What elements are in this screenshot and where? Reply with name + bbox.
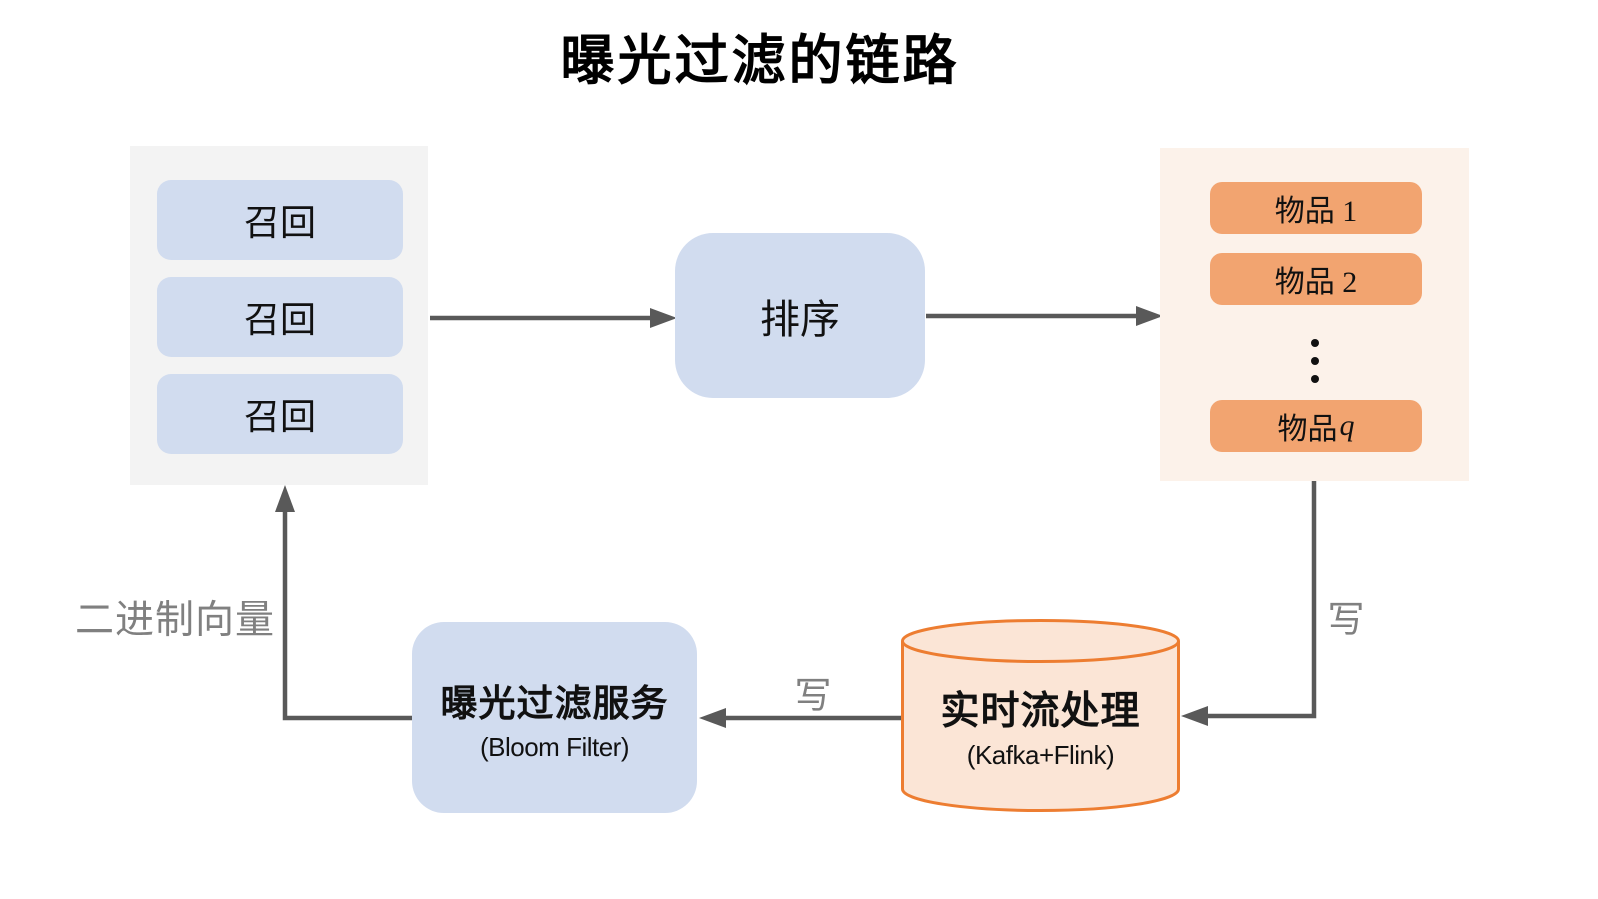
rank-label: 排序	[760, 296, 840, 342]
arrow-filter-to-recall	[275, 485, 412, 721]
cylinder-shape	[901, 619, 1180, 812]
item-box-q: 物品 q	[1210, 400, 1422, 452]
recall-box: 召回	[157, 374, 403, 454]
item-label: 物品 1	[1274, 195, 1358, 228]
filter-service-sublabel: (Bloom Filter)	[479, 731, 630, 762]
item-box-2: 物品 2	[1210, 253, 1422, 305]
write-edge-label-stream-to-filter: 写	[794, 676, 832, 717]
rank-box: 排序	[675, 233, 925, 398]
diagram-title: 曝光过滤的链路	[560, 31, 960, 91]
filter-service-label: 曝光过滤服务	[440, 682, 669, 724]
arrow-items-to-stream	[1181, 481, 1317, 726]
arrow-rank-to-items	[926, 306, 1163, 326]
item-label: 物品 2	[1274, 266, 1358, 299]
items-panel: 物品 1 物品 2 物品 q	[1160, 148, 1469, 481]
filter-service-box: 曝光过滤服务 (Bloom Filter)	[412, 622, 697, 813]
recall-label: 召回	[243, 397, 316, 437]
recall-label: 召回	[243, 300, 316, 340]
stream-processor-sublabel: (Kafka+Flink)	[966, 739, 1115, 770]
write-edge-label-items-to-stream: 写	[1327, 600, 1365, 641]
item-label: 物品	[1277, 413, 1338, 446]
stream-processor-cylinder: 实时流处理 (Kafka+Flink)	[900, 618, 1181, 818]
stream-processor-label: 实时流处理	[940, 689, 1141, 733]
item-box-1: 物品 1	[1210, 182, 1422, 234]
binary-vector-edge-label: 二进制向量	[74, 599, 275, 642]
recall-box: 召回	[157, 180, 403, 260]
vertical-ellipsis-icon	[1160, 339, 1469, 383]
recall-panel: 召回 召回 召回	[130, 146, 428, 485]
arrow-recall-to-rank	[430, 308, 677, 328]
item-q-variable: q	[1339, 409, 1355, 442]
recall-label: 召回	[243, 203, 316, 243]
recall-box: 召回	[157, 277, 403, 357]
